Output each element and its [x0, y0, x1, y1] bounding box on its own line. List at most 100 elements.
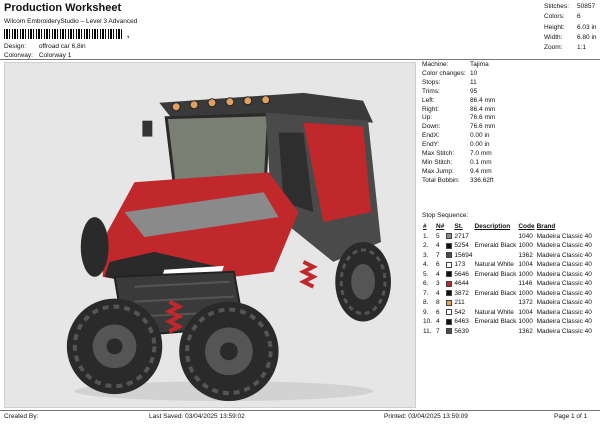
wheel-front-left — [66, 298, 163, 395]
col-header-brand: Brand — [536, 223, 556, 231]
machine-row: Up: 76.6 mm — [422, 114, 598, 123]
machine-value: 10 — [470, 69, 478, 77]
cell-desc — [473, 251, 517, 261]
cell-n: 5 — [436, 232, 440, 240]
color-swatch-icon — [446, 271, 453, 278]
cell-desc: Emerald Black — [474, 242, 517, 250]
wheel-front-right — [179, 301, 279, 402]
machine-label: EndY: — [422, 141, 440, 149]
machine-row: Max Stitch:7.0 mm — [422, 150, 598, 159]
wheel-rear-right — [335, 241, 391, 322]
cell-num: 7. — [423, 289, 429, 297]
col-header-swatch2 — [445, 222, 453, 232]
col-header-description: Description — [474, 223, 511, 231]
offroad-buggy-artwork — [66, 92, 391, 402]
machine-value: 76.6 mm — [470, 114, 496, 122]
cell-n: 6 — [436, 261, 440, 269]
color-swatch-icon — [446, 242, 453, 249]
machine-row: Max Jump: 9.4 mm — [422, 168, 598, 177]
cell-st: 4644 — [454, 280, 469, 288]
machine-value: 9.4 mm — [470, 167, 492, 175]
machine-row: Left:86.4 mm — [422, 97, 598, 106]
cell-desc — [473, 232, 517, 242]
printed-date: Printed: 03/04/2025 13:59:09 — [384, 413, 468, 420]
machine-label: Total Bobbin: — [422, 176, 460, 184]
last-saved: Last Saved: 03/04/2025 13:59:02 — [149, 413, 245, 420]
cell-color-swatch — [445, 260, 453, 270]
machine-row: Color changes:10 — [422, 70, 598, 79]
barcode-suffix: , — [127, 30, 130, 39]
cell-brand: Madeira Classic 40 — [536, 261, 592, 269]
machine-value: 7.0 mm — [470, 150, 492, 158]
machine-label: Down: — [422, 123, 441, 131]
color-swatch-icon — [446, 328, 453, 335]
cell-n: 3 — [436, 280, 440, 288]
machine-label: Trims: — [422, 87, 440, 95]
barcode — [4, 29, 124, 39]
cell-n: 7 — [436, 327, 440, 335]
cell-color-swatch — [445, 327, 453, 337]
table-header-row: # N# St. Description Code Brand — [422, 222, 593, 232]
cell-color-swatch — [445, 232, 453, 242]
created-by: Created By: — [4, 413, 39, 420]
machine-value: 76.6 mm — [470, 123, 496, 131]
cell-st: 3872 — [454, 289, 469, 297]
machine-label: Max Jump: — [422, 167, 454, 175]
cell-num: 1. — [423, 232, 429, 240]
cell-color-swatch — [445, 317, 453, 327]
machine-row: Trims:95 — [422, 88, 598, 97]
machine-value: 336.62ft — [470, 176, 494, 184]
cell-brand: Madeira Classic 40 — [536, 308, 592, 316]
machine-label: Machine: — [422, 61, 449, 68]
cell-code: 1000 — [518, 270, 533, 278]
cell-brand: Madeira Classic 40 — [536, 280, 592, 288]
cell-st: 173 — [454, 261, 466, 269]
machine-row: Min Stitch:0.1 mm — [422, 159, 598, 168]
cell-code: 1000 — [518, 318, 533, 326]
cell-color-swatch — [445, 298, 453, 308]
cell-n: 4 — [436, 289, 440, 297]
stat-colors: Colors:6 — [544, 13, 581, 21]
cell-color-swatch — [445, 289, 453, 299]
design-label: Design: — [4, 43, 27, 50]
colorway-row: Colorway: Colorway 1 — [4, 52, 71, 59]
color-swatch-icon — [446, 309, 453, 316]
machine-label: Up: — [422, 114, 433, 122]
cell-code: 1040 — [518, 232, 533, 240]
machine-row: EndY:0.00 in — [422, 141, 598, 150]
cell-num: 4. — [423, 261, 429, 269]
cell-brand: Madeira Classic 40 — [536, 318, 592, 326]
page-title: Production Worksheet — [4, 2, 122, 14]
cell-code: 1000 — [518, 242, 533, 250]
design-value: offroad car 6,8in — [38, 43, 86, 50]
cell-num: 3. — [423, 251, 429, 259]
cell-brand: Madeira Classic 40 — [536, 270, 592, 278]
cell-desc: Emerald Black — [474, 318, 517, 326]
cell-code: 1362 — [518, 327, 533, 335]
cell-brand: Madeira Classic 40 — [536, 327, 592, 335]
cell-st: 6463 — [454, 318, 469, 326]
cell-desc — [473, 327, 517, 337]
cell-brand: Madeira Classic 40 — [536, 242, 592, 250]
cell-st: 5646 — [454, 270, 469, 278]
machine-row: Down: 76.6 mm — [422, 123, 598, 132]
col-header-code: Code — [518, 223, 535, 231]
cell-st: 542 — [454, 308, 466, 316]
design-preview — [4, 62, 416, 408]
cell-num: 8. — [423, 299, 429, 307]
cell-n: 8 — [436, 299, 440, 307]
machine-row: Total Bobbin: 336.62ft — [422, 177, 598, 186]
machine-value: 86.4 mm — [470, 105, 496, 113]
color-swatch-icon — [446, 280, 453, 287]
